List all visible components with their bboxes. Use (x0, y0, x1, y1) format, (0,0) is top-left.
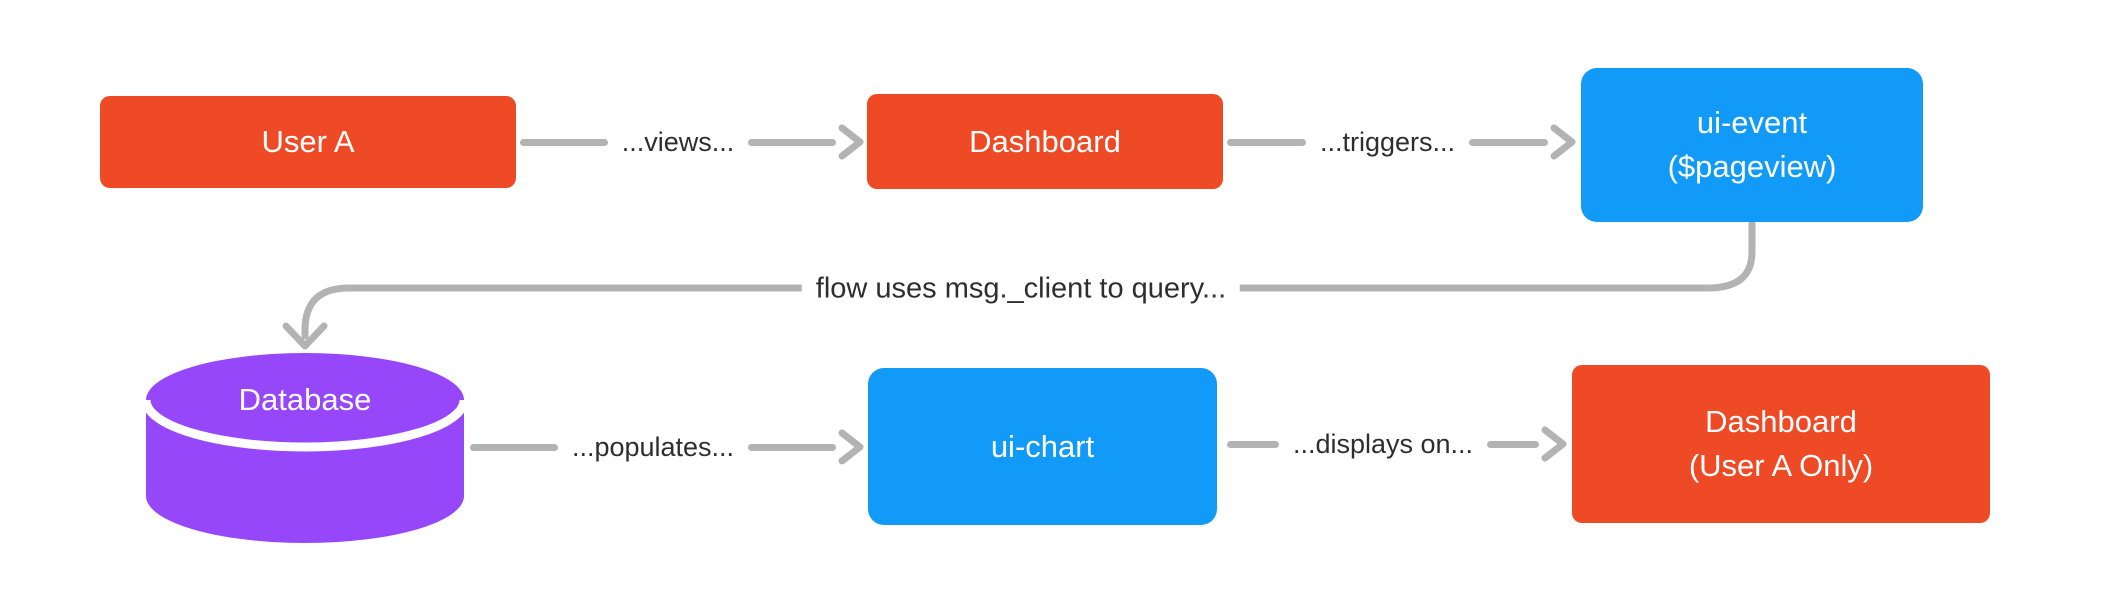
edge-displays-on-line-right (1487, 440, 1539, 448)
node-ui-chart: ui-chart (868, 368, 1217, 525)
edge-views-line-left (520, 138, 608, 146)
node-ui-event-label-line2: ($pageview) (1667, 149, 1837, 184)
edge-displays-on-label: ...displays on... (1292, 428, 1474, 459)
edge-views: ...views... (520, 120, 865, 164)
node-ui-chart-label: ui-chart (990, 428, 1095, 464)
node-user-a-label: User A (261, 124, 355, 159)
node-dashboard-user-a-label-line1: Dashboard (1705, 404, 1857, 439)
edge-triggers: ...triggers... (1227, 120, 1577, 164)
database-cylinder-lid-gap (146, 399, 464, 452)
edge-populates-label: ...populates... (571, 431, 735, 462)
node-dashboard-label: Dashboard (969, 123, 1121, 159)
edge-triggers-line-right (1469, 138, 1549, 146)
edge-populates: ...populates... (470, 425, 865, 469)
node-dashboard-user-a-label-line2: (User A Only) (1688, 448, 1874, 483)
node-dashboard: Dashboard (867, 94, 1223, 189)
edge-triggers-line-left (1227, 138, 1306, 146)
node-user-a: User A (100, 96, 516, 188)
edge-views-label: ...views... (621, 126, 735, 157)
edge-views-line-right (748, 138, 836, 146)
edge-displays-on: ...displays on... (1227, 422, 1568, 466)
arrowhead-right-icon (1541, 426, 1567, 462)
edge-query-label: flow uses msg._client to query... (801, 270, 1241, 308)
edge-triggers-label: ...triggers... (1319, 126, 1456, 157)
arrowhead-right-icon (838, 429, 864, 465)
arrowhead-right-icon (1550, 124, 1576, 160)
arrowhead-down-icon (282, 322, 328, 350)
node-database-label: Database (238, 382, 372, 417)
arrowhead-right-icon (838, 124, 864, 160)
node-ui-event-label-line1: ui-event (1696, 105, 1808, 140)
node-database (146, 353, 464, 543)
edge-displays-on-line-left (1227, 440, 1279, 448)
node-ui-event: ui-event ($pageview) (1581, 68, 1923, 222)
edge-populates-line-left (470, 443, 558, 451)
edge-populates-line-right (748, 443, 837, 451)
node-dashboard-user-a: Dashboard (User A Only) (1572, 365, 1990, 523)
